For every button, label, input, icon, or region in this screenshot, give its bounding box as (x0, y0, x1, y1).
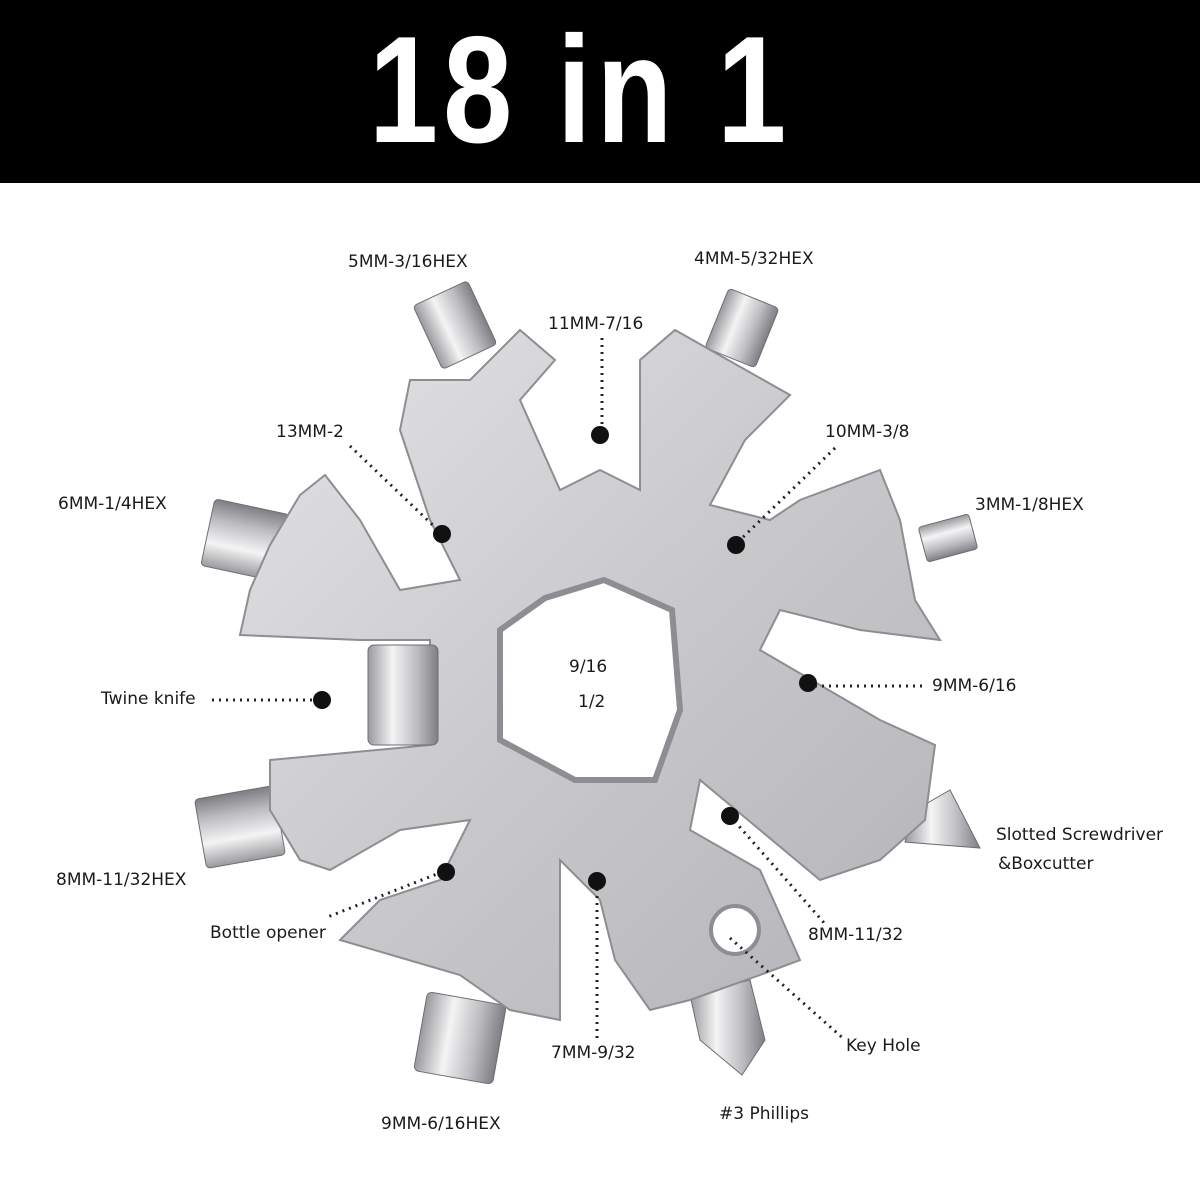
dot-13mm (433, 525, 451, 543)
dot-10mm (727, 536, 745, 554)
leader-lines (212, 338, 925, 1042)
banner-title: 18 in 1 (368, 5, 792, 175)
hex-bit-5mm (413, 281, 497, 369)
dot-twine-knife (313, 691, 331, 709)
key-hole-ring (709, 904, 761, 956)
label-hex-6mm: 6MM-1/4HEX (58, 494, 167, 514)
center-hex-socket (497, 576, 684, 783)
label-hex-5mm: 5MM-3/16HEX (348, 252, 468, 272)
center-size-a: 9/16 (569, 657, 608, 677)
label-slotted-line1: Slotted Screwdriver (996, 825, 1164, 845)
leader-dots (313, 426, 817, 890)
title-banner: 18 in 1 (0, 0, 1200, 183)
label-bottle-opener: Bottle opener (210, 923, 326, 943)
label-hex-3mm: 3MM-1/8HEX (975, 495, 1084, 515)
label-hex-8mm: 8MM-11/32HEX (56, 870, 187, 890)
dot-9mm (799, 674, 817, 692)
label-twine-knife: Twine knife (101, 689, 196, 709)
label-hex-9mm: 9MM-6/16HEX (381, 1114, 501, 1134)
label-hex-4mm: 4MM-5/32HEX (694, 249, 814, 269)
label-wrench-9mm: 9MM-6/16 (932, 676, 1017, 696)
label-slotted-line2: &Boxcutter (998, 854, 1094, 874)
hex-bit-3mm (918, 514, 978, 562)
label-wrench-11mm: 11MM-7/16 (548, 314, 644, 334)
hex-bit-9mm (413, 991, 507, 1085)
dot-11mm (591, 426, 609, 444)
hex-bit-4mm (705, 288, 779, 368)
center-size-b: 1/2 (578, 692, 606, 712)
dot-bottle-opener (437, 863, 455, 881)
dot-8mm (721, 807, 739, 825)
label-wrench-8mm: 8MM-11/32 (808, 925, 904, 945)
snowflake-multitool-illustration (194, 281, 981, 1085)
label-phillips: #3 Phillips (719, 1104, 810, 1124)
twine-knife-blade (367, 644, 439, 746)
label-wrench-7mm: 7MM-9/32 (551, 1043, 636, 1063)
label-key-hole: Key Hole (846, 1036, 921, 1056)
label-wrench-10mm: 10MM-3/8 (825, 422, 910, 442)
dot-7mm (588, 872, 606, 890)
label-wrench-13mm: 13MM-2 (276, 422, 344, 442)
